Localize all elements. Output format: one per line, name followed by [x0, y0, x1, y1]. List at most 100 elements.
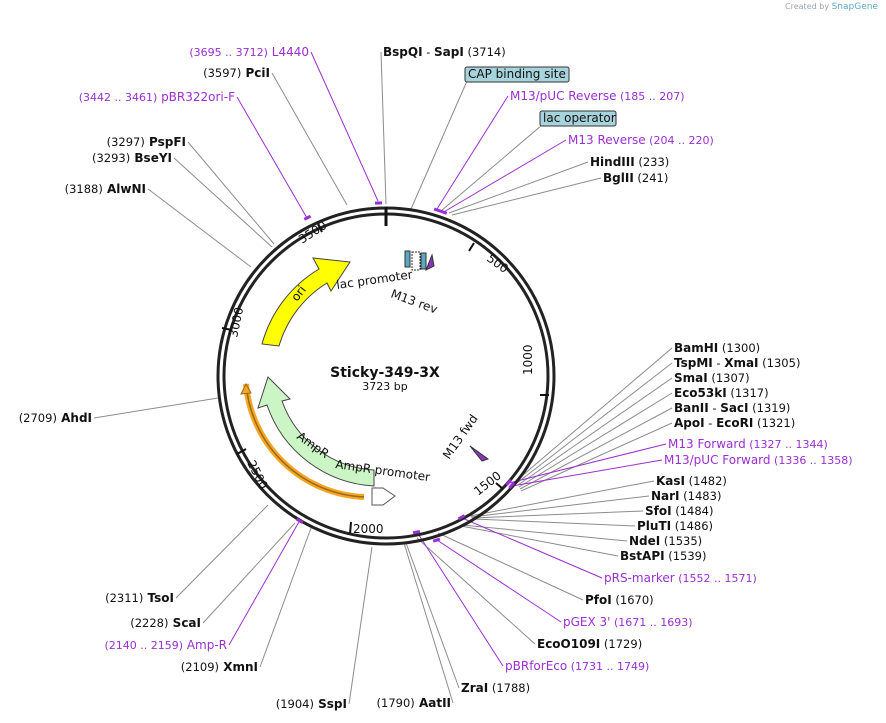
amp-r-primer-arc-inner	[245, 383, 365, 498]
primer-mark-m13-forward	[505, 478, 513, 487]
primer-label-m13-puc-reverse: M13/pUC Reverse (185 .. 207)	[510, 89, 685, 103]
leader-line-ahdi	[93, 397, 219, 419]
feature-box-lac-operator	[539, 110, 617, 127]
enzyme-label-pfoi: PfoI (1670)	[585, 593, 654, 607]
leader-line-smai	[517, 377, 673, 486]
leader-line-tsoi	[175, 504, 269, 599]
enzyme-label-bstapi: BstAPI (1539)	[620, 549, 706, 563]
leader-line-ndei	[461, 524, 628, 542]
feature-box-cap-binding-site	[464, 66, 570, 83]
leader-line-bglii	[451, 177, 602, 216]
leader-line-amp-r	[228, 519, 301, 646]
plasmid-length: 3723 bp	[362, 380, 407, 393]
site-labels: (3695 .. 3712) L4440 BspQI - SapI (3714) (…	[19, 45, 853, 711]
enzyme-label-bglii: BglII (241)	[603, 171, 668, 185]
leader-lines	[93, 51, 673, 705]
plasmid-name: Sticky-349-3X	[330, 365, 440, 381]
leader-line-sfoi	[471, 510, 644, 519]
enzyme-label-tsoi: (2311) TsoI	[105, 591, 174, 605]
enzyme-label-bspqi: BspQI - SapI (3714)	[383, 45, 506, 59]
leader-line-banii	[519, 407, 673, 490]
cap-site-mark	[404, 250, 411, 268]
amp-r-primer-head	[240, 382, 252, 395]
leader-line-aatii	[403, 542, 454, 704]
leader-line-scai	[202, 522, 296, 624]
leader-line-xmni	[259, 527, 312, 668]
primer-mark-pbr322ori-f	[303, 214, 312, 221]
enzyme-label-pluti: PluTI (1486)	[637, 519, 713, 533]
enzyme-label-smai: SmaI (1307)	[674, 371, 750, 385]
primer-mark-m13-puc-reverse	[433, 207, 442, 213]
leader-line-m13-reverse	[441, 139, 567, 214]
feature-box-label-lac-operator: lac operator	[543, 111, 616, 125]
leader-line-m13-forward	[508, 443, 667, 484]
enzyme-label-sfoi: SfoI (1484)	[645, 504, 713, 518]
leader-line-pgex-3	[436, 539, 562, 623]
leader-line-kasi	[469, 480, 655, 517]
leader-line-bamhi	[515, 347, 673, 482]
tick-label-3500: 3500	[296, 218, 329, 246]
leader-line-sspi	[348, 546, 373, 705]
primer-mark-prs-marker	[457, 514, 466, 521]
credit-prefix: Created by	[785, 2, 830, 11]
enzyme-label-sspi: (1904) SspI	[276, 697, 347, 711]
leader-line-l4440	[310, 51, 379, 202]
primer-mark-pbrforeco	[412, 529, 421, 535]
leader-line-pcii	[271, 72, 348, 206]
primer-mark-m13-puc-forward	[508, 481, 516, 490]
enzyme-label-bamhi: BamHI (1300)	[674, 341, 760, 355]
lac-promoter-mark	[411, 251, 421, 271]
primer-mark-m13-reverse	[439, 209, 448, 215]
primer-label-m13-forward: M13 Forward (1327 .. 1344)	[668, 437, 828, 451]
leader-line-lac-operator	[440, 124, 543, 212]
tick-mark-2000	[349, 521, 352, 535]
enzyme-label-ahdi: (2709) AhdI	[19, 411, 92, 425]
tick-mark-500	[468, 242, 475, 252]
leader-line-pspfi	[187, 141, 275, 245]
tick-label-2000: 2000	[353, 522, 384, 536]
m13-fwd-label: M13 fwd	[440, 412, 481, 462]
tick-label-3000: 3000	[226, 306, 246, 339]
enzyme-label-xmni: (2109) XmnI	[181, 660, 258, 674]
enzyme-label-apoi: ApoI - EcoRI (1321)	[674, 416, 795, 430]
enzyme-label-hindiii: HindIII (233)	[590, 155, 669, 169]
leader-line-alwni	[147, 188, 252, 268]
enzyme-label-zrai: ZraI (1788)	[461, 681, 530, 695]
leader-line-nari	[470, 495, 650, 518]
snapgene-credit: Created by SnapGene	[785, 2, 878, 12]
m13-rev-mark	[425, 253, 435, 272]
primer-label-m13-reverse: M13 Reverse (204 .. 220)	[568, 133, 714, 147]
leader-line-eco53ki	[518, 392, 673, 488]
feature-box-label-cap-binding-site: CAP binding site	[468, 67, 566, 81]
primer-label-pbrforeco: pBRforEco (1731 .. 1749)	[505, 659, 649, 673]
leader-line-m13-puc-reverse	[436, 95, 509, 210]
tick-mark-3000	[221, 327, 233, 331]
primer-label-pbr322ori-f: (3442 .. 3461) pBR322ori-F	[79, 90, 235, 104]
tick-mark-2500	[236, 448, 247, 455]
leader-line-pluti	[472, 518, 636, 527]
primer-label-amp-r: (2140 .. 2159) Amp-R	[104, 638, 227, 652]
leader-line-pfoi	[437, 532, 584, 601]
primer-label-l4440: (3695 .. 3712) L4440	[189, 45, 309, 59]
leader-line-bstapi	[460, 525, 619, 557]
enzyme-label-tspmi: TspMI - XmaI (1305)	[674, 356, 800, 370]
leader-line-m13-puc-forward	[511, 459, 663, 487]
primer-mark-pgex-3	[432, 537, 441, 543]
enzyme-label-scai: (2228) ScaI	[130, 616, 201, 630]
primer-mark-l4440	[374, 201, 383, 205]
leader-line-pbr322ori-f	[236, 96, 308, 219]
enzyme-label-ndei: NdeI (1535)	[629, 534, 702, 548]
site-marks	[295, 201, 516, 543]
leader-line-prs-marker	[461, 517, 603, 579]
tick-label-500: 500	[484, 251, 511, 276]
leader-line-zrai	[405, 542, 460, 689]
leader-line-bspqi	[380, 51, 387, 205]
ori-arrow	[261, 257, 351, 347]
lac-promoter-label: lac promoter	[335, 267, 413, 292]
enzyme-label-kasi: KasI (1482)	[656, 474, 727, 488]
leader-line-tspmi	[516, 362, 673, 484]
lac-operator-mark	[420, 252, 427, 270]
enzyme-label-banii: BanII - SacI (1319)	[674, 401, 790, 415]
primer-label-m13-puc-forward: M13/pUC Forward (1336 .. 1358)	[664, 453, 853, 467]
